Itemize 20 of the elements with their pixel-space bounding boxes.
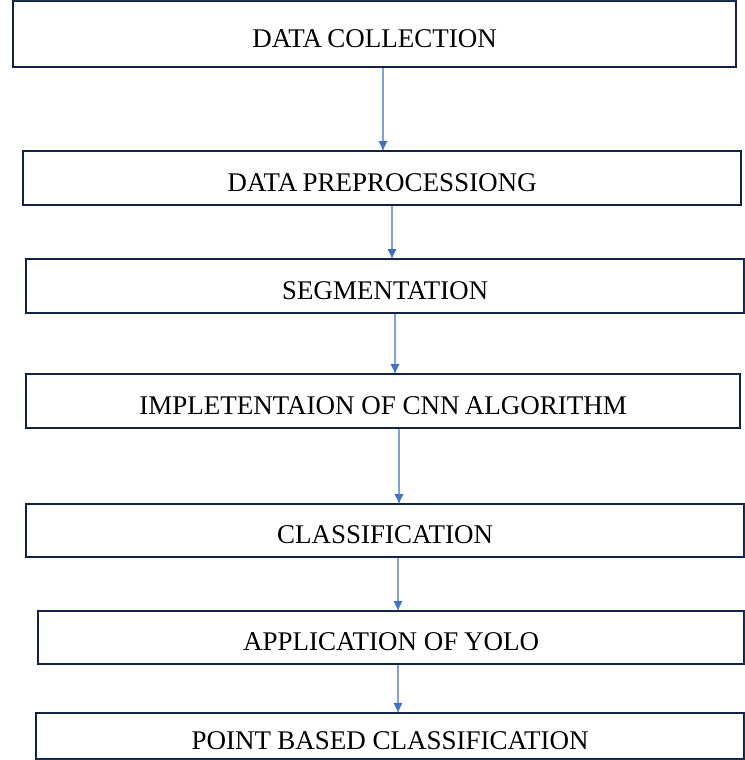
process-box: [12, 0, 737, 68]
step-label: CLASSIFICATION: [276, 518, 494, 550]
arrow: [394, 665, 402, 712]
step-label: POINT BASED CLASSIFICATION: [191, 724, 589, 756]
step-label: APPLICATION OF YOLO: [242, 625, 539, 657]
arrow: [388, 206, 396, 258]
process-box: [37, 610, 745, 665]
process-box: [35, 712, 745, 760]
arrow: [394, 429, 404, 503]
process-box: [22, 150, 742, 206]
arrow: [390, 314, 400, 373]
process-box: [25, 503, 745, 558]
step-label: DATA COLLECTION: [252, 22, 497, 54]
step-label: DATA PREPROCESSIONG: [227, 166, 537, 198]
arrow: [394, 558, 402, 610]
arrow: [378, 68, 388, 150]
process-box: [25, 258, 745, 314]
step-label: SEGMENTATION: [282, 274, 488, 306]
step-label: IMPLETENTAION OF CNN ALGORITHM: [139, 388, 627, 420]
process-box: [25, 373, 741, 429]
